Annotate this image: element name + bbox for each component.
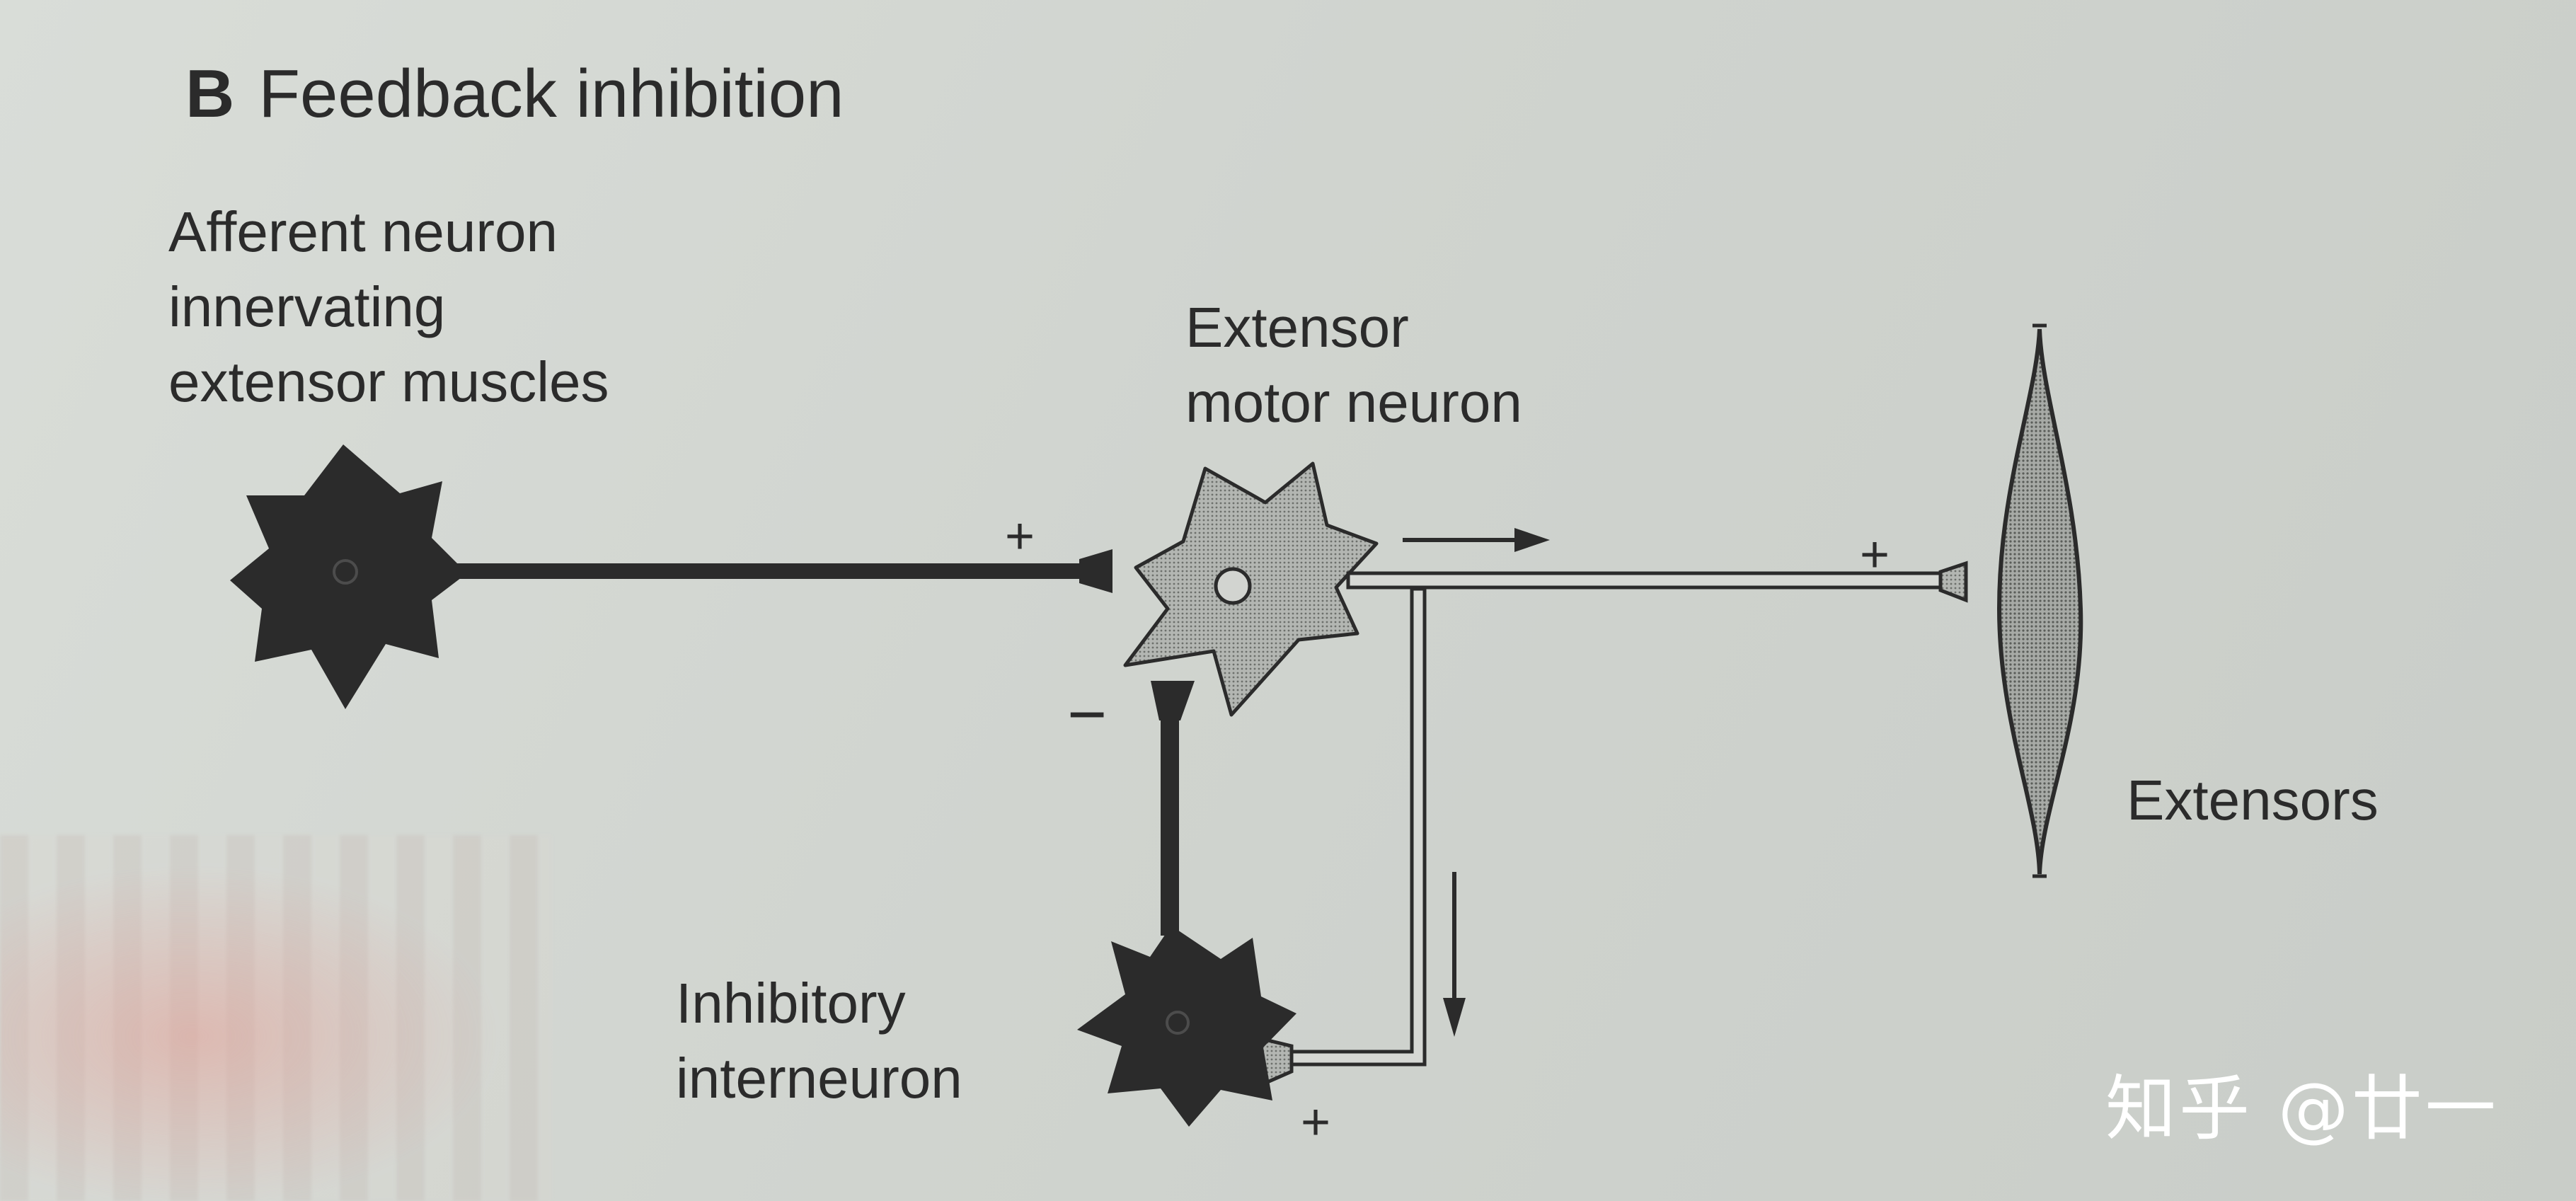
motor-label-line-1: Extensor — [1185, 296, 1409, 359]
motor-collateral — [1287, 587, 1427, 1067]
inhibitory-interneuron-label: Inhibitory interneuron — [676, 966, 962, 1116]
arrow-down-head — [1443, 998, 1466, 1037]
afferent-label-line-1: Afferent neuron — [168, 200, 558, 263]
interneuron-terminal — [1151, 681, 1195, 720]
watermark: 知乎 @廿一 — [2105, 1067, 2499, 1150]
interneuron-axon — [1161, 716, 1179, 936]
afferent-neuron-label: Afferent neuron innervating extensor mus… — [168, 195, 609, 420]
interneuron-nucleus — [1166, 1011, 1190, 1035]
muscle-synapse-sign: + — [1860, 527, 1890, 583]
muscle-body — [1996, 328, 2083, 875]
motor-terminal — [1938, 561, 1968, 603]
extensor-muscle — [1996, 323, 2083, 878]
signal-arrows — [1403, 528, 1550, 1037]
blurred-smudge — [0, 835, 552, 1201]
inhib-label-line-1: Inhibitory — [676, 972, 906, 1035]
afferent-synapse-sign: + — [1005, 508, 1035, 565]
afferent-neuron — [230, 444, 1112, 709]
afferent-label-line-2: innervating — [168, 275, 446, 338]
motor-neuron-label: Extensor motor neuron — [1185, 290, 1522, 440]
afferent-soma — [230, 444, 467, 709]
diagram-title: B Feedback inhibition — [185, 55, 844, 133]
inhibitory-synapse-sign: − — [1067, 677, 1108, 752]
inhibitory-interneuron — [1077, 681, 1296, 1127]
afferent-label-line-3: extensor muscles — [168, 350, 609, 413]
motor-label-line-2: motor neuron — [1185, 371, 1522, 434]
afferent-axon — [439, 563, 1090, 579]
extensor-motor-neuron — [1123, 461, 1968, 1090]
extensors-label: Extensors — [2127, 769, 2379, 832]
arrow-right-head — [1514, 528, 1550, 552]
panel-letter: B — [185, 56, 235, 132]
afferent-nucleus — [333, 559, 358, 585]
inhib-label-line-2: interneuron — [676, 1047, 962, 1110]
motor-axon — [1346, 571, 1945, 590]
title-text: Feedback inhibition — [258, 56, 844, 132]
motor-nucleus — [1214, 567, 1252, 605]
afferent-terminal — [1079, 549, 1112, 593]
collateral-synapse-sign: + — [1301, 1094, 1331, 1151]
